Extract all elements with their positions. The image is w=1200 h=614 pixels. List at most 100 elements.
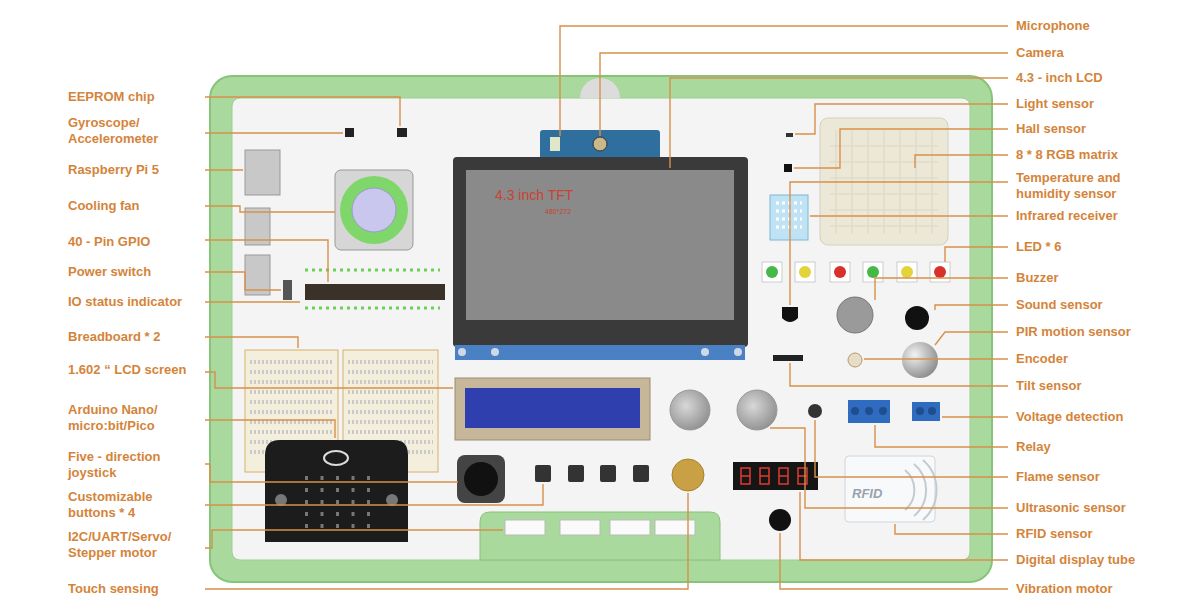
part-label: LED * 6 — [1016, 239, 1062, 255]
leader-line — [942, 416, 1008, 417]
leader-line — [810, 215, 1008, 216]
tft-lcd — [701, 348, 709, 356]
tft-lcd — [453, 157, 748, 347]
leds — [799, 266, 811, 278]
leader-line — [205, 272, 281, 290]
part-label: Vibration motor — [1016, 581, 1113, 597]
part-label: Tilt sensor — [1016, 378, 1082, 394]
cooling-fan — [335, 170, 413, 250]
leader-line — [560, 26, 1008, 136]
leader-line — [205, 206, 335, 212]
leader-line — [915, 155, 1008, 168]
dht-sensor — [770, 195, 808, 240]
board-housing — [210, 76, 992, 582]
controls — [633, 465, 649, 482]
rfid-pad — [845, 456, 937, 522]
sensors-right — [769, 509, 791, 531]
part-label: Relay — [1016, 439, 1051, 455]
leds — [901, 266, 913, 278]
leader-line — [205, 301, 300, 302]
leader-line — [790, 182, 1008, 305]
leader-line — [895, 524, 1008, 534]
sensors-right — [782, 307, 798, 322]
controls — [600, 465, 616, 482]
leds — [762, 262, 782, 282]
tft-lcd — [550, 137, 560, 151]
leds — [766, 266, 778, 278]
connectors — [505, 520, 545, 535]
leader-line — [815, 420, 1008, 477]
cooling-fan — [352, 188, 396, 232]
controls — [457, 455, 704, 503]
part-label: 4.3 - inch LCD — [1016, 70, 1103, 86]
part-label: EEPROM chip — [68, 89, 155, 105]
part-label: PIR motion sensor — [1016, 324, 1131, 340]
sensors-right — [879, 407, 887, 415]
digital-display — [741, 468, 807, 484]
leader-line — [780, 533, 1008, 589]
leader-line — [205, 372, 453, 388]
leds — [834, 266, 846, 278]
sensors-right — [902, 342, 938, 378]
leader-line — [600, 53, 1008, 136]
leds — [863, 262, 883, 282]
leader-line — [205, 530, 503, 548]
controls — [568, 465, 584, 482]
part-label: Cooling fan — [68, 198, 140, 214]
tft-lcd — [491, 348, 499, 356]
part-label: Gyroscope/ Accelerometer — [68, 115, 188, 147]
sensors-right — [773, 355, 803, 361]
part-label: 1.602 “ LCD screen — [68, 362, 187, 378]
leader-line — [205, 484, 543, 505]
board-print: RFID — [852, 486, 882, 502]
leds — [930, 262, 950, 282]
board-housing — [210, 76, 992, 582]
connectors — [505, 520, 695, 535]
leader-line — [864, 358, 1008, 359]
connectors — [655, 520, 695, 535]
part-label: Arduino Nano/ micro:bit/Pico — [68, 402, 188, 434]
leader-line — [790, 363, 1008, 386]
tft-lcd — [453, 130, 748, 360]
board-housing — [480, 512, 720, 560]
rfid-pad — [845, 456, 935, 522]
tft-lcd — [593, 137, 607, 151]
part-label: Breadboard * 2 — [68, 329, 160, 345]
leader-line — [800, 492, 1008, 560]
part-label: 40 - Pin GPIO — [68, 234, 150, 250]
controls — [535, 465, 551, 482]
leds — [867, 266, 879, 278]
part-label: Digital display tube — [1016, 552, 1135, 568]
microbit — [275, 494, 287, 506]
raspberry-pi-ports — [245, 150, 280, 195]
tft-lcd — [458, 348, 466, 356]
leader-line — [670, 78, 1008, 168]
part-label: Ultrasonic sensor — [1016, 500, 1126, 516]
dht-sensor — [776, 203, 802, 227]
small-chips — [345, 128, 354, 137]
gpio-header — [305, 284, 445, 300]
leader-line — [875, 278, 1008, 300]
leader-line — [935, 305, 1008, 310]
sensors-right — [848, 400, 890, 423]
part-label: Raspberry Pi 5 — [68, 162, 159, 178]
leader-line — [205, 132, 343, 133]
dht-sensor — [770, 195, 808, 240]
tft-lcd — [466, 170, 734, 320]
microbit — [324, 451, 348, 465]
lcd-1602 — [465, 388, 640, 428]
part-label: Light sensor — [1016, 96, 1094, 112]
part-label: Customizable buttons * 4 — [68, 489, 188, 521]
leader-line — [205, 97, 400, 126]
small-chips — [397, 128, 407, 137]
small-chips — [784, 164, 792, 172]
part-label: Five - direction joystick — [68, 449, 188, 481]
leader-line — [205, 464, 458, 482]
board-print: 4.3 inch TFT — [495, 187, 573, 203]
part-label: I2C/UART/Servo/ Stepper motor — [68, 529, 198, 561]
leader-line — [770, 428, 1008, 508]
leader-line — [205, 169, 243, 170]
leds — [934, 266, 946, 278]
lcd-1602 — [455, 378, 650, 440]
microbit — [386, 494, 398, 506]
